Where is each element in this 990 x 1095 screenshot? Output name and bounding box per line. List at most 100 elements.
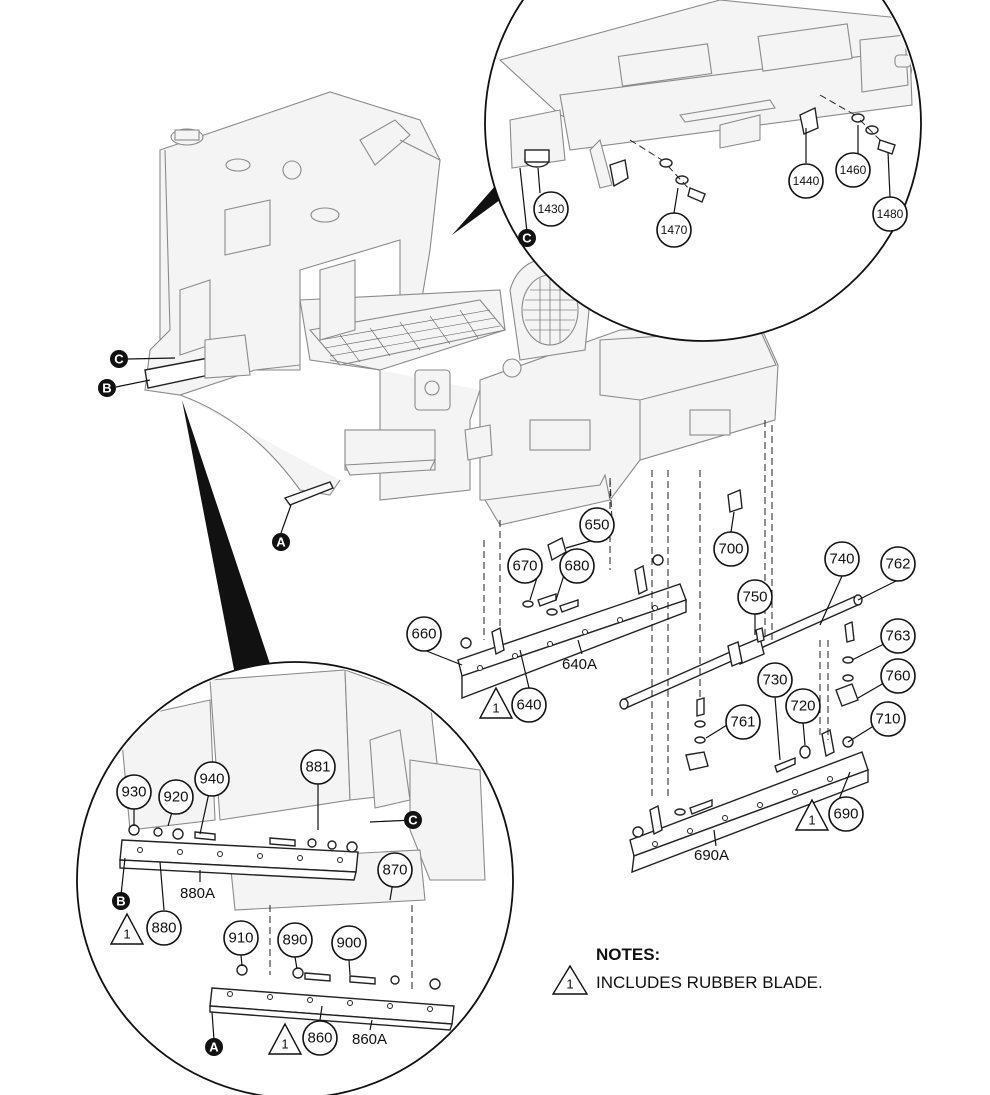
svg-text:1460: 1460 (840, 163, 867, 177)
svg-text:B: B (116, 894, 125, 909)
svg-text:1430: 1430 (538, 202, 565, 216)
bottom-detail-view (76, 400, 514, 1095)
shaft-740-illustration (619, 594, 863, 710)
callout-910: 910 (223, 920, 259, 956)
callout-680: 680 (559, 548, 595, 584)
callout-763: 763 (880, 618, 916, 654)
callout-762: 762 (880, 546, 916, 582)
svg-text:860: 860 (307, 1030, 332, 1047)
callout-880: 880 (146, 910, 182, 946)
note-triangle-860: 1 (267, 1022, 303, 1055)
callout-890: 890 (277, 922, 313, 958)
callout-1470: 1470 (656, 212, 692, 248)
svg-text:761: 761 (730, 714, 755, 731)
callout-720: 720 (785, 688, 821, 724)
svg-text:690: 690 (833, 806, 858, 823)
callout-690: 690 (828, 796, 864, 832)
callout-1460: 1460 (835, 152, 871, 188)
top-detail-view (452, 0, 922, 342)
svg-text:650: 650 (584, 517, 609, 534)
svg-text:760: 760 (885, 668, 910, 685)
callout-870: 870 (377, 852, 413, 888)
callout-710: 710 (870, 701, 906, 737)
svg-text:762: 762 (885, 556, 910, 573)
svg-text:1480: 1480 (877, 207, 904, 221)
callout-670: 670 (507, 548, 543, 584)
callout-660: 660 (406, 616, 442, 652)
callout-920: 920 (158, 779, 194, 815)
top-detail-hardware (524, 94, 896, 203)
step-mesh (308, 299, 507, 366)
callout-940: 940 (194, 761, 230, 797)
svg-text:670: 670 (512, 558, 537, 575)
svg-text:C: C (522, 231, 532, 246)
svg-text:870: 870 (382, 862, 407, 879)
svg-text:1: 1 (492, 701, 499, 716)
svg-text:740: 740 (829, 551, 854, 568)
callout-730: 730 (757, 662, 793, 698)
callout-1480: 1480 (872, 196, 908, 232)
svg-text:720: 720 (790, 698, 815, 715)
svg-text:910: 910 (228, 930, 253, 947)
label-690a: 690A (694, 847, 729, 864)
svg-text:710: 710 (875, 711, 900, 728)
machine-body-illustration (144, 91, 507, 506)
svg-text:900: 900 (336, 935, 361, 952)
ref-marker-a-main: A (272, 533, 290, 551)
notes-block: NOTES: 1 INCLUDES RUBBER BLADE. (551, 945, 823, 995)
svg-text:930: 930 (121, 784, 146, 801)
svg-text:B: B (102, 381, 111, 396)
svg-text:763: 763 (885, 628, 910, 645)
svg-text:1: 1 (566, 977, 573, 992)
label-860a: 860A (352, 1031, 387, 1048)
callout-650: 650 (579, 507, 615, 543)
svg-text:920: 920 (163, 789, 188, 806)
notes-title: NOTES: (596, 945, 660, 964)
callout-881: 881 (300, 749, 336, 785)
svg-text:750: 750 (742, 589, 767, 606)
svg-text:1440: 1440 (793, 174, 820, 188)
svg-text:A: A (209, 1040, 219, 1055)
svg-text:1470: 1470 (661, 223, 688, 237)
ref-marker-b-main: B (98, 379, 116, 397)
svg-text:640: 640 (516, 697, 541, 714)
ref-marker-c-top: C (518, 229, 536, 247)
ref-marker-a-detail: A (205, 1038, 223, 1056)
label-640a: 640A (562, 656, 597, 673)
svg-text:1: 1 (281, 1037, 288, 1052)
svg-text:680: 680 (564, 558, 589, 575)
notes-item: INCLUDES RUBBER BLADE. (596, 973, 823, 992)
note-triangle-640: 1 (478, 686, 514, 719)
svg-text:890: 890 (282, 932, 307, 949)
blade-690-illustration (629, 420, 869, 874)
ref-marker-c-detail: C (404, 811, 422, 829)
blade-640-illustration (457, 477, 687, 700)
svg-text:660: 660 (411, 626, 436, 643)
callout-750: 750 (737, 579, 773, 615)
svg-text:880: 880 (151, 920, 176, 937)
label-880a: 880A (180, 885, 215, 902)
svg-text:1: 1 (808, 813, 815, 828)
svg-text:A: A (276, 535, 286, 550)
svg-text:940: 940 (199, 771, 224, 788)
callout-640: 640 (511, 687, 547, 723)
callout-700: 700 (713, 531, 749, 567)
callout-930: 930 (116, 774, 152, 810)
ref-marker-c-main: C (110, 350, 128, 368)
blade-880-illustration (119, 824, 359, 881)
svg-text:1: 1 (123, 927, 130, 942)
note-triangle-legend: 1 (551, 964, 589, 995)
callout-761: 761 (725, 704, 761, 740)
svg-text:C: C (114, 352, 124, 367)
note-triangle-690: 1 (794, 798, 830, 831)
svg-text:881: 881 (305, 759, 330, 776)
callout-760: 760 (880, 658, 916, 694)
callout-1440: 1440 (788, 163, 824, 199)
svg-text:C: C (408, 813, 418, 828)
callout-860: 860 (302, 1020, 338, 1056)
ref-marker-b-detail: B (112, 892, 130, 910)
callout-740: 740 (824, 541, 860, 577)
svg-text:700: 700 (718, 541, 743, 558)
note-triangle-880: 1 (109, 912, 145, 945)
